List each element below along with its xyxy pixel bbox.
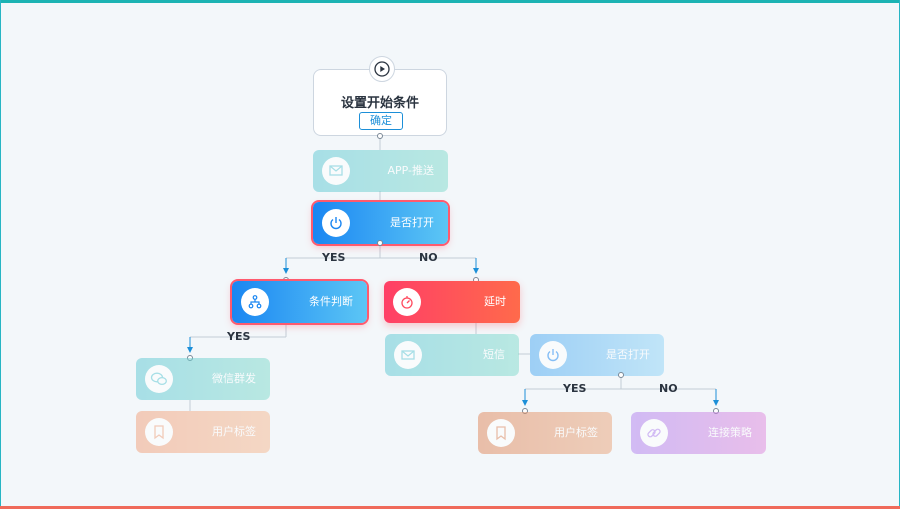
user-tag-node[interactable]: 用户标签: [136, 411, 270, 453]
connector-dot: [377, 133, 383, 139]
user-tag-label: 用户标签: [554, 426, 598, 439]
bookmark-icon: [487, 419, 515, 447]
app-push-label: APP-推送: [387, 164, 434, 177]
wechat-broadcast-label: 微信群发: [212, 372, 256, 385]
condition-node[interactable]: 条件判断: [232, 281, 367, 323]
branch-label-yes: YES: [227, 330, 251, 343]
app-push-node[interactable]: APP-推送: [313, 150, 448, 192]
delay-label: 延时: [484, 295, 506, 308]
power-icon: [322, 209, 350, 237]
play-icon[interactable]: [369, 56, 395, 82]
stopwatch-icon: [393, 288, 421, 316]
start-condition-title: 设置开始条件: [340, 96, 419, 111]
connector-dot: [618, 372, 624, 378]
is-open-label: 是否打开: [390, 216, 434, 229]
delay-node[interactable]: 延时: [384, 281, 520, 323]
is-open-label: 是否打开: [606, 348, 650, 361]
branch-label-yes: YES: [563, 382, 587, 395]
top-accent-bar: [0, 0, 900, 3]
connect-strategy-label: 连接策略: [708, 426, 752, 439]
user-tag-label: 用户标签: [212, 425, 256, 438]
branch-label-no: NO: [419, 251, 438, 264]
left-border: [0, 0, 1, 509]
bookmark-icon: [145, 418, 173, 446]
envelope-icon: [394, 341, 422, 369]
hierarchy-icon: [241, 288, 269, 316]
sms-node[interactable]: 短信: [385, 334, 519, 376]
branch-label-yes: YES: [322, 251, 346, 264]
link-icon: [640, 419, 668, 447]
message-icon: [322, 157, 350, 185]
sms-label: 短信: [483, 348, 505, 361]
connect-strategy-node[interactable]: 连接策略: [631, 412, 766, 454]
wechat-broadcast-node[interactable]: 微信群发: [136, 358, 270, 400]
power-icon: [539, 341, 567, 369]
is-open-node[interactable]: 是否打开: [313, 202, 448, 244]
wechat-icon: [145, 365, 173, 393]
start-condition-card[interactable]: 设置开始条件 确定: [313, 56, 447, 136]
branch-label-no: NO: [659, 382, 678, 395]
connector-dot: [377, 240, 383, 246]
user-tag-node[interactable]: 用户标签: [478, 412, 612, 454]
is-open-node[interactable]: 是否打开: [530, 334, 664, 376]
confirm-button[interactable]: 确定: [359, 112, 403, 130]
bottom-accent-bar: [0, 506, 900, 509]
condition-label: 条件判断: [309, 295, 353, 308]
